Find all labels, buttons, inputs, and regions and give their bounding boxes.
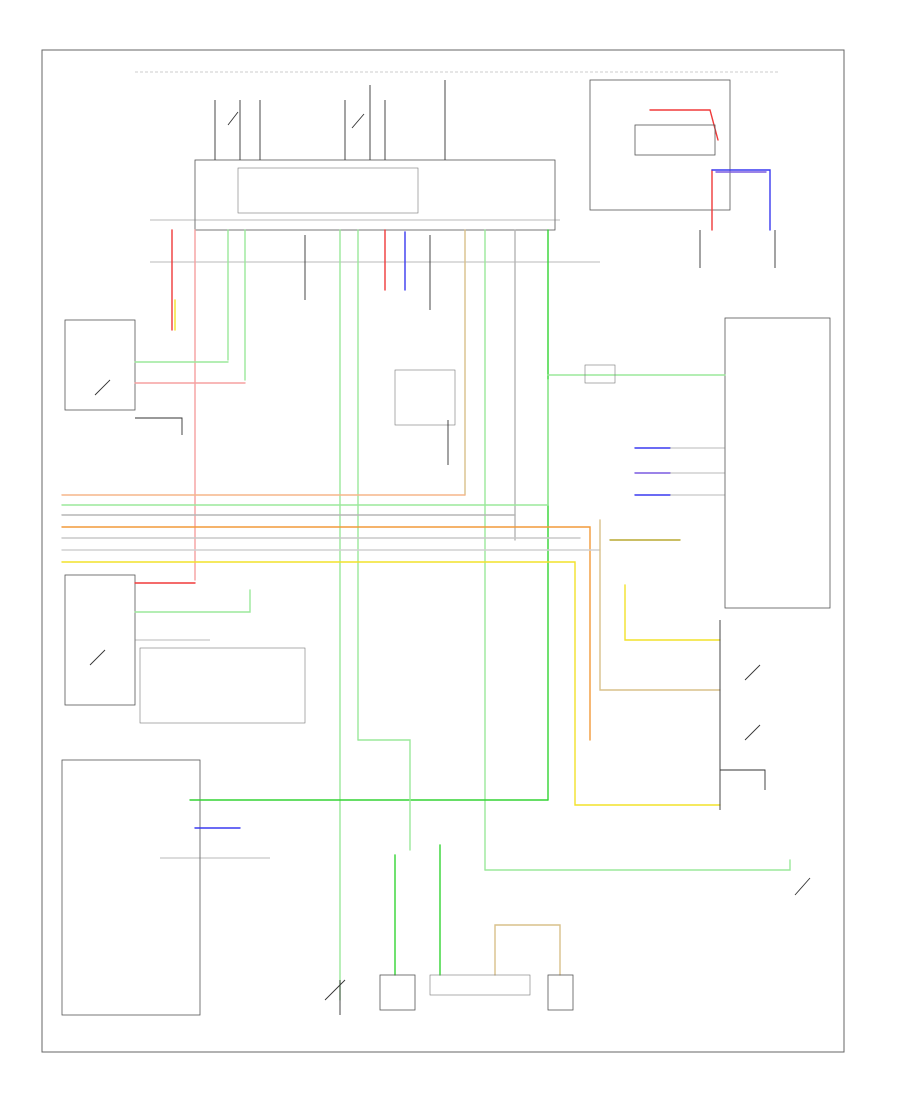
- bus-wire-green: [61, 379, 549, 506]
- left-middle-subpanel: [139, 647, 306, 724]
- bottom-component-a: [379, 974, 416, 1011]
- driver-power-window-panel: [61, 759, 201, 1016]
- wire-tan-bottom: [494, 924, 561, 976]
- connector-right-a: [584, 364, 616, 384]
- fuse-relay-block: [237, 167, 419, 214]
- bus-wire-orange: [61, 526, 591, 741]
- right-switch-a: [744, 664, 761, 681]
- switch-left-upper: [94, 379, 111, 396]
- right-switch-c: [794, 877, 811, 896]
- switch-left-middle: [89, 649, 106, 666]
- front-passenger-door-switch-box: [64, 319, 136, 411]
- relay-top-left: [214, 100, 261, 160]
- wire-green-bottom-right: [484, 859, 791, 871]
- relay-coil-top-right: [634, 124, 716, 156]
- bottom-component-b: [547, 974, 574, 1011]
- fuse-box: [194, 159, 556, 231]
- wire-green-left-middle: [134, 589, 251, 613]
- driver-door-switch-box: [64, 574, 136, 706]
- bus-wire-yellow: [61, 561, 721, 806]
- bottom-connector-block: [429, 974, 531, 996]
- wire-green-bottom-3: [357, 739, 411, 851]
- diagram-frame: [41, 49, 845, 1053]
- control-unit-right: [724, 317, 831, 609]
- wire-black-left-upper: [135, 417, 183, 435]
- relay-top-middle: [344, 85, 386, 160]
- right-switch-b: [744, 724, 761, 741]
- wire-tan-right-lower: [599, 519, 721, 691]
- wire-yellow-right-lower: [624, 584, 721, 641]
- transmission-range-switch: [394, 369, 456, 426]
- wire-blue-right-drop: [711, 169, 771, 231]
- fuse-box-connector-row: [150, 219, 600, 263]
- wire-black-right-lower: [720, 769, 766, 790]
- bottom-switch: [324, 979, 346, 1001]
- ignition-relay-box: [589, 79, 731, 211]
